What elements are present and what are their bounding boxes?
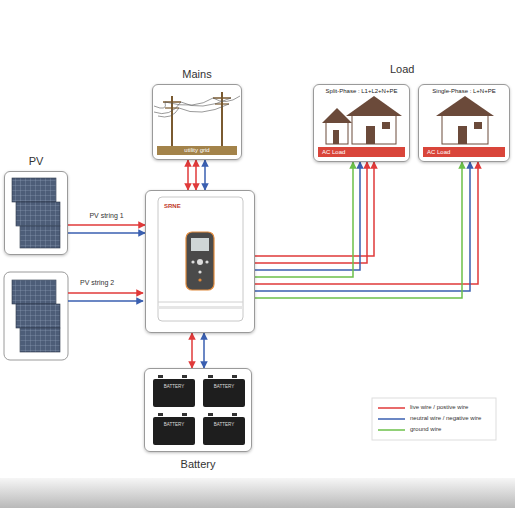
- solar-panel: [12, 280, 60, 352]
- cell-label: BATTERY: [153, 384, 195, 389]
- wire-bundle: [255, 162, 374, 277]
- box-heading: Split-Phase : L1+L2+N+PE: [317, 88, 406, 94]
- wire-label: PV string 1: [88, 212, 124, 219]
- wire: [68, 224, 145, 226]
- legend-text: ground wire: [410, 426, 441, 432]
- solar-panel: [12, 178, 60, 248]
- legend-box: [372, 398, 496, 440]
- battery-cell: BATTERY: [203, 417, 245, 445]
- battery-cell: BATTERY: [153, 417, 195, 445]
- footer-band: [0, 478, 515, 508]
- wire: [203, 333, 205, 368]
- wire-label: PV string 2: [80, 279, 114, 286]
- wire: [255, 162, 374, 256]
- wire: [255, 162, 470, 291]
- wire: [255, 162, 478, 284]
- wire: [68, 232, 145, 234]
- legend-sample: [378, 429, 405, 431]
- inverter-device: [158, 197, 243, 321]
- legend-text: neutral wire / negative wire: [410, 415, 481, 421]
- box-heading: Mains: [143, 68, 251, 80]
- wire: [255, 162, 360, 270]
- legend-sample: [378, 418, 405, 420]
- utility-pole: [154, 92, 240, 148]
- load-box: Single-Phase : L+N+PE AC Load: [418, 84, 510, 162]
- pv-box: [4, 272, 68, 360]
- house: [436, 96, 494, 144]
- battery-cell: BATTERY: [153, 379, 195, 407]
- wire: [191, 333, 193, 368]
- legend-text: live wire / postive wire: [410, 404, 468, 410]
- box-heading: PV: [0, 155, 77, 167]
- box-heading: Single-Phase : L+N+PE: [422, 88, 506, 94]
- wire-bundle: [68, 225, 145, 233]
- house: [322, 96, 402, 144]
- wire: [255, 162, 462, 298]
- load-box: Split-Phase : L1+L2+N+PE AC Load: [313, 84, 410, 162]
- wire: [187, 160, 189, 190]
- group-heading: Load: [390, 63, 414, 75]
- battery-box: BatteryBATTERYBATTERYBATTERYBATTERY: [144, 368, 252, 452]
- cell-label: BATTERY: [153, 422, 195, 427]
- ground-band: utility grid: [157, 146, 237, 155]
- wire-bundle: [255, 162, 478, 298]
- inverter-box: SRNE: [145, 190, 255, 333]
- wire: [255, 162, 353, 277]
- wire: [255, 162, 367, 263]
- wire-bundle: [192, 333, 204, 368]
- load-band: AC Load: [423, 147, 505, 157]
- cell-label: BATTERY: [203, 384, 245, 389]
- pv-wire: [68, 293, 143, 301]
- box-heading: Battery: [135, 458, 261, 470]
- load-band: AC Load: [318, 147, 405, 157]
- cell-label: BATTERY: [203, 422, 245, 427]
- wire-bundle: [188, 160, 205, 190]
- wire: [204, 160, 206, 190]
- battery-cell: BATTERY: [203, 379, 245, 407]
- mains-box: Mainsutility grid: [152, 84, 242, 160]
- legend-sample: [378, 407, 405, 409]
- brand-logo: SRNE: [164, 203, 181, 209]
- wire: [195, 160, 197, 190]
- pv-box: PV: [4, 171, 68, 255]
